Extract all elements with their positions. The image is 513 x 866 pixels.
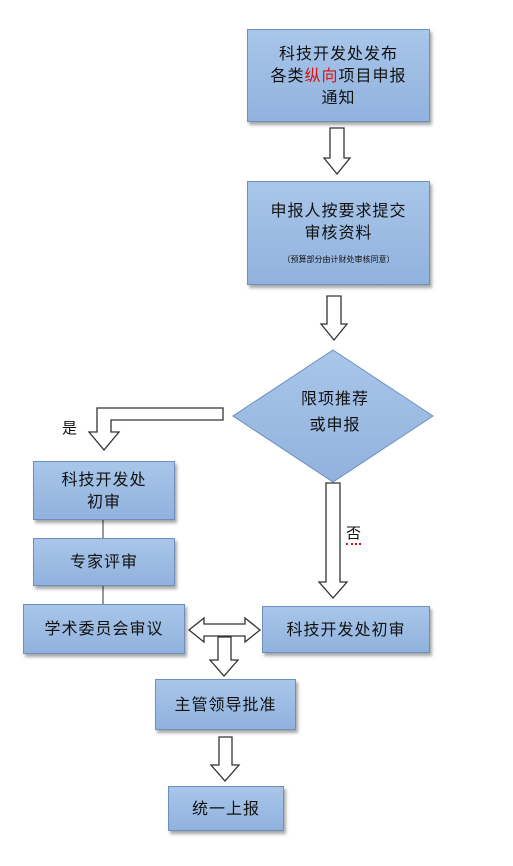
decision-line2: 或申报 [309, 415, 361, 434]
review-left-line2: 初审 [86, 491, 121, 511]
report-box: 统一上报 [168, 786, 284, 831]
down-arrow-1 [322, 127, 352, 176]
notice-box: 科技开发处发布 各类纵向项目申报 通知 [247, 29, 430, 122]
decision-line1: 限项推荐 [300, 389, 369, 408]
no-label-text: 否 [346, 524, 362, 545]
approve-box: 主管领导批准 [155, 679, 296, 730]
decision-diamond [232, 349, 434, 483]
no-down-arrow [317, 482, 349, 599]
review-right-box: 科技开发处初审 [262, 606, 430, 653]
yes-elbow-arrow [87, 407, 224, 452]
decision-text: 限项推荐 或申报 [290, 386, 380, 438]
notice-line2-suffix: 项目申报 [338, 65, 407, 85]
committee-label: 学术委员会审议 [44, 619, 164, 638]
double-headed-arrow [187, 616, 262, 644]
review-right-label: 科技开发处初审 [286, 619, 406, 639]
notice-line2: 各类纵向项目申报 [270, 65, 406, 87]
review-left-box: 科技开发处 初审 [33, 461, 175, 520]
yes-label: 是 [62, 419, 78, 437]
down-arrow-4 [209, 736, 241, 782]
review-left-line1: 科技开发处 [61, 469, 147, 489]
notice-line3: 通知 [321, 87, 356, 107]
notice-line1: 科技开发处发布 [278, 43, 398, 63]
expert-review-label: 专家评审 [69, 552, 138, 571]
down-arrow-2 [319, 295, 349, 342]
down-arrow-3 [208, 636, 240, 677]
notice-emphasis: 纵向 [304, 65, 339, 85]
committee-box: 学术委员会审议 [23, 604, 185, 654]
submit-line1: 申报人按要求提交 [270, 201, 407, 220]
submit-box: 申报人按要求提交 审核资料 （预算部分由计财处审核同意） [247, 181, 430, 285]
report-label: 统一上报 [191, 798, 260, 818]
submit-line2: 审核资料 [304, 223, 373, 242]
expert-review-box: 专家评审 [33, 538, 175, 586]
submit-note: （预算部分由计财处审核同意） [282, 255, 395, 264]
no-label: 否 [346, 522, 362, 545]
notice-line2-prefix: 各类 [270, 65, 305, 85]
approve-label: 主管领导批准 [174, 694, 277, 714]
